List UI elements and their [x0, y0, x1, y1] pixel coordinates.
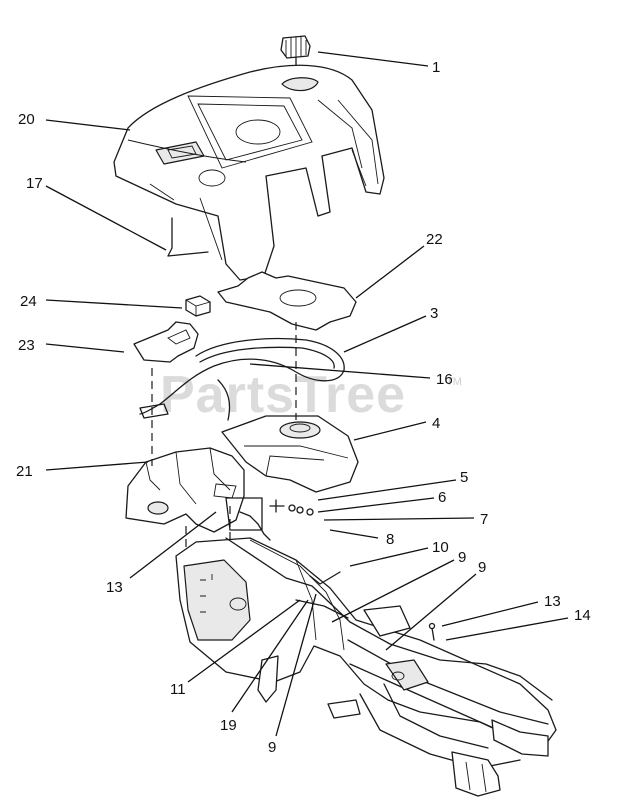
callout-14: 14 [574, 607, 591, 624]
watermark: PartsTree [160, 366, 406, 424]
callout-11: 11 [170, 681, 186, 698]
callout-5: 5 [460, 469, 468, 486]
leader-13a [129, 511, 217, 579]
hood-shroud [113, 64, 385, 281]
callout-3: 3 [430, 305, 438, 322]
callout-1: 1 [432, 59, 440, 76]
callout-labels: 1 20 17 22 24 3 23 16 4 21 5 6 7 8 10 13… [16, 59, 591, 756]
chassis-frame [175, 537, 557, 797]
leader-13b [441, 601, 539, 627]
leader-16 [249, 363, 431, 379]
bolt-assembly [225, 497, 314, 541]
leader-10 [349, 547, 429, 567]
leader-9a [331, 559, 455, 623]
leader-20 [45, 119, 131, 131]
leader-22 [355, 245, 425, 299]
leader-19 [231, 599, 309, 713]
callout-10: 10 [432, 539, 449, 556]
callout-20: 20 [18, 111, 35, 128]
callout-7: 7 [480, 511, 488, 528]
front-panel [125, 447, 245, 533]
upper-plate [217, 271, 357, 331]
callout-9-right: 9 [478, 559, 486, 576]
leader-4 [353, 421, 427, 441]
callout-9-lower: 9 [268, 739, 276, 756]
leader-6 [317, 497, 435, 513]
callout-22: 22 [426, 231, 443, 248]
leader-14 [445, 617, 569, 641]
leader-11 [187, 599, 301, 683]
leader-23 [45, 343, 125, 353]
leader-24 [45, 299, 183, 309]
hood-bracket [167, 217, 209, 257]
leader-9c [275, 593, 317, 737]
callout-24: 24 [20, 293, 37, 310]
leader-1 [317, 51, 429, 67]
gasket [133, 321, 199, 363]
callout-6: 6 [438, 489, 446, 506]
leader-17 [45, 185, 167, 251]
callout-16: 16 [436, 371, 453, 388]
callout-4: 4 [432, 415, 440, 432]
callout-13-left: 13 [106, 579, 123, 596]
callout-17: 17 [26, 175, 43, 192]
leader-3 [343, 315, 427, 353]
leader-21 [45, 461, 149, 471]
leader-lines [45, 51, 569, 737]
alignment-lines [151, 322, 297, 572]
leader-5 [317, 479, 457, 501]
watermark-trademark: TM [446, 376, 462, 388]
callout-19: 19 [220, 717, 237, 734]
fuel-tank [221, 415, 359, 493]
callout-9-upper: 9 [458, 549, 466, 566]
leader-7 [323, 517, 475, 521]
callout-8: 8 [386, 531, 394, 548]
callout-21: 21 [16, 463, 33, 480]
leader-8 [329, 529, 379, 539]
callout-13-right: 13 [544, 593, 561, 610]
linkage-rods [225, 537, 553, 701]
small-block [185, 295, 211, 317]
leader-9b [385, 573, 477, 651]
callout-23: 23 [18, 337, 35, 354]
